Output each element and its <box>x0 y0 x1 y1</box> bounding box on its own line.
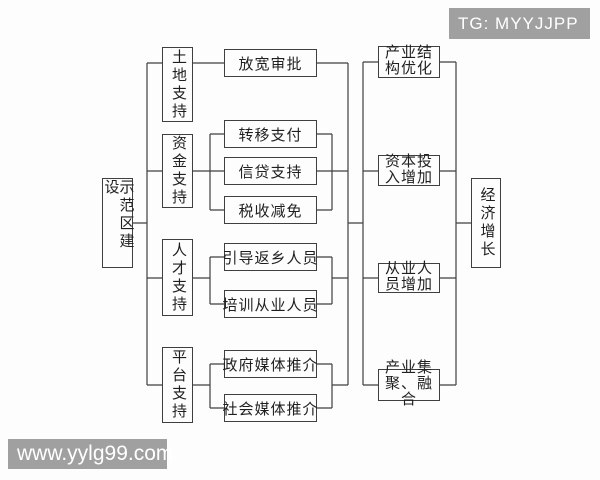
node-talent-support: 人才支持 <box>162 239 193 316</box>
tg-watermark-badge: TG: MYYJJPP <box>449 8 590 39</box>
node-guide-returnees: 引导返乡人员 <box>223 243 318 271</box>
node-social-media-promotion: 社会媒体推介 <box>223 394 318 422</box>
node-transfer-payment: 转移支付 <box>224 120 317 148</box>
node-industrial-structure-optimization: 产业结 构优化 <box>378 45 440 78</box>
node-train-workers: 培训从业人员 <box>223 290 318 318</box>
node-industry-agglomeration-integration: 产业集 聚、融合 <box>378 361 440 408</box>
node-demonstration-zone: 示范区建设 <box>102 178 134 268</box>
node-platform-support: 平台支持 <box>162 347 193 423</box>
node-economic-growth: 经济增长 <box>471 178 501 268</box>
node-credit-support: 信贷支持 <box>224 157 317 185</box>
node-funding-support: 资金支持 <box>162 134 193 208</box>
node-workforce-increase: 从业人 员增加 <box>378 261 440 293</box>
node-relax-approval: 放宽审批 <box>224 49 317 77</box>
node-capital-investment-increase: 资本投 入增加 <box>378 154 440 186</box>
site-watermark: www.yylg99.com <box>8 439 173 469</box>
node-gov-media-promotion: 政府媒体推介 <box>223 350 318 378</box>
node-land-support: 土地支持 <box>162 47 193 122</box>
node-tax-relief: 税收减免 <box>224 196 317 224</box>
